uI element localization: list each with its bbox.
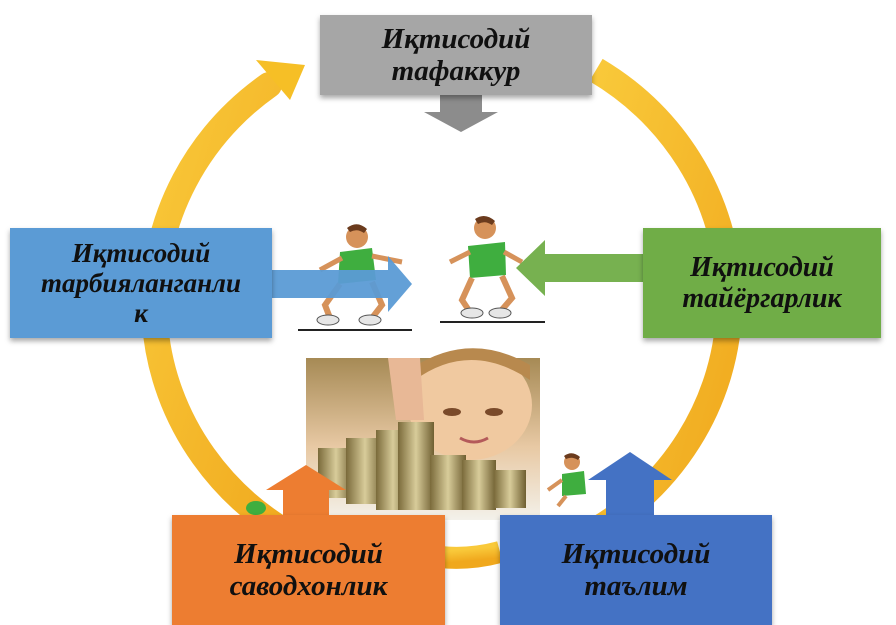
leaf-accent <box>246 501 266 515</box>
node-label-line1: Иқтисодий <box>234 537 383 570</box>
node-label-line2: саводхонлик <box>229 570 388 602</box>
bottom-right-up-arrow <box>588 452 672 520</box>
node-label-line1: Иқтисодий <box>690 251 834 283</box>
node-label-line3: к <box>134 298 148 329</box>
right-to-center-arrow <box>516 240 645 296</box>
node-economic-literacy: Иқтисодий саводхонлик <box>172 515 445 625</box>
node-label-line2: таълим <box>584 570 688 602</box>
node-label-line2: тайёргарлик <box>682 283 842 314</box>
bottom-left-up-arrow <box>266 465 346 520</box>
node-economic-upbringing: Иқтисодий тарбияланганли к <box>10 228 272 338</box>
node-label-line1: Иқтисодий <box>71 237 211 268</box>
cycle-arrowhead <box>256 60 305 100</box>
node-label-line2: тарбияланганли <box>40 267 242 298</box>
node-economic-readiness: Иқтисодий тайёргарлик <box>643 228 881 338</box>
left-to-center-arrow <box>270 256 412 312</box>
node-economic-thinking: Иқтисодий тафаккур <box>320 15 592 95</box>
node-label-line1: Иқтисодий <box>381 22 531 55</box>
node-label-line1: Иқтисодий <box>561 537 711 570</box>
child-stacking-coins-photo <box>306 348 540 520</box>
coin-stacks <box>318 422 526 510</box>
top-down-arrow <box>424 92 498 132</box>
node-label-line2: тафаккур <box>391 55 521 87</box>
node-economic-education: Иқтисодий таълим <box>500 515 772 625</box>
